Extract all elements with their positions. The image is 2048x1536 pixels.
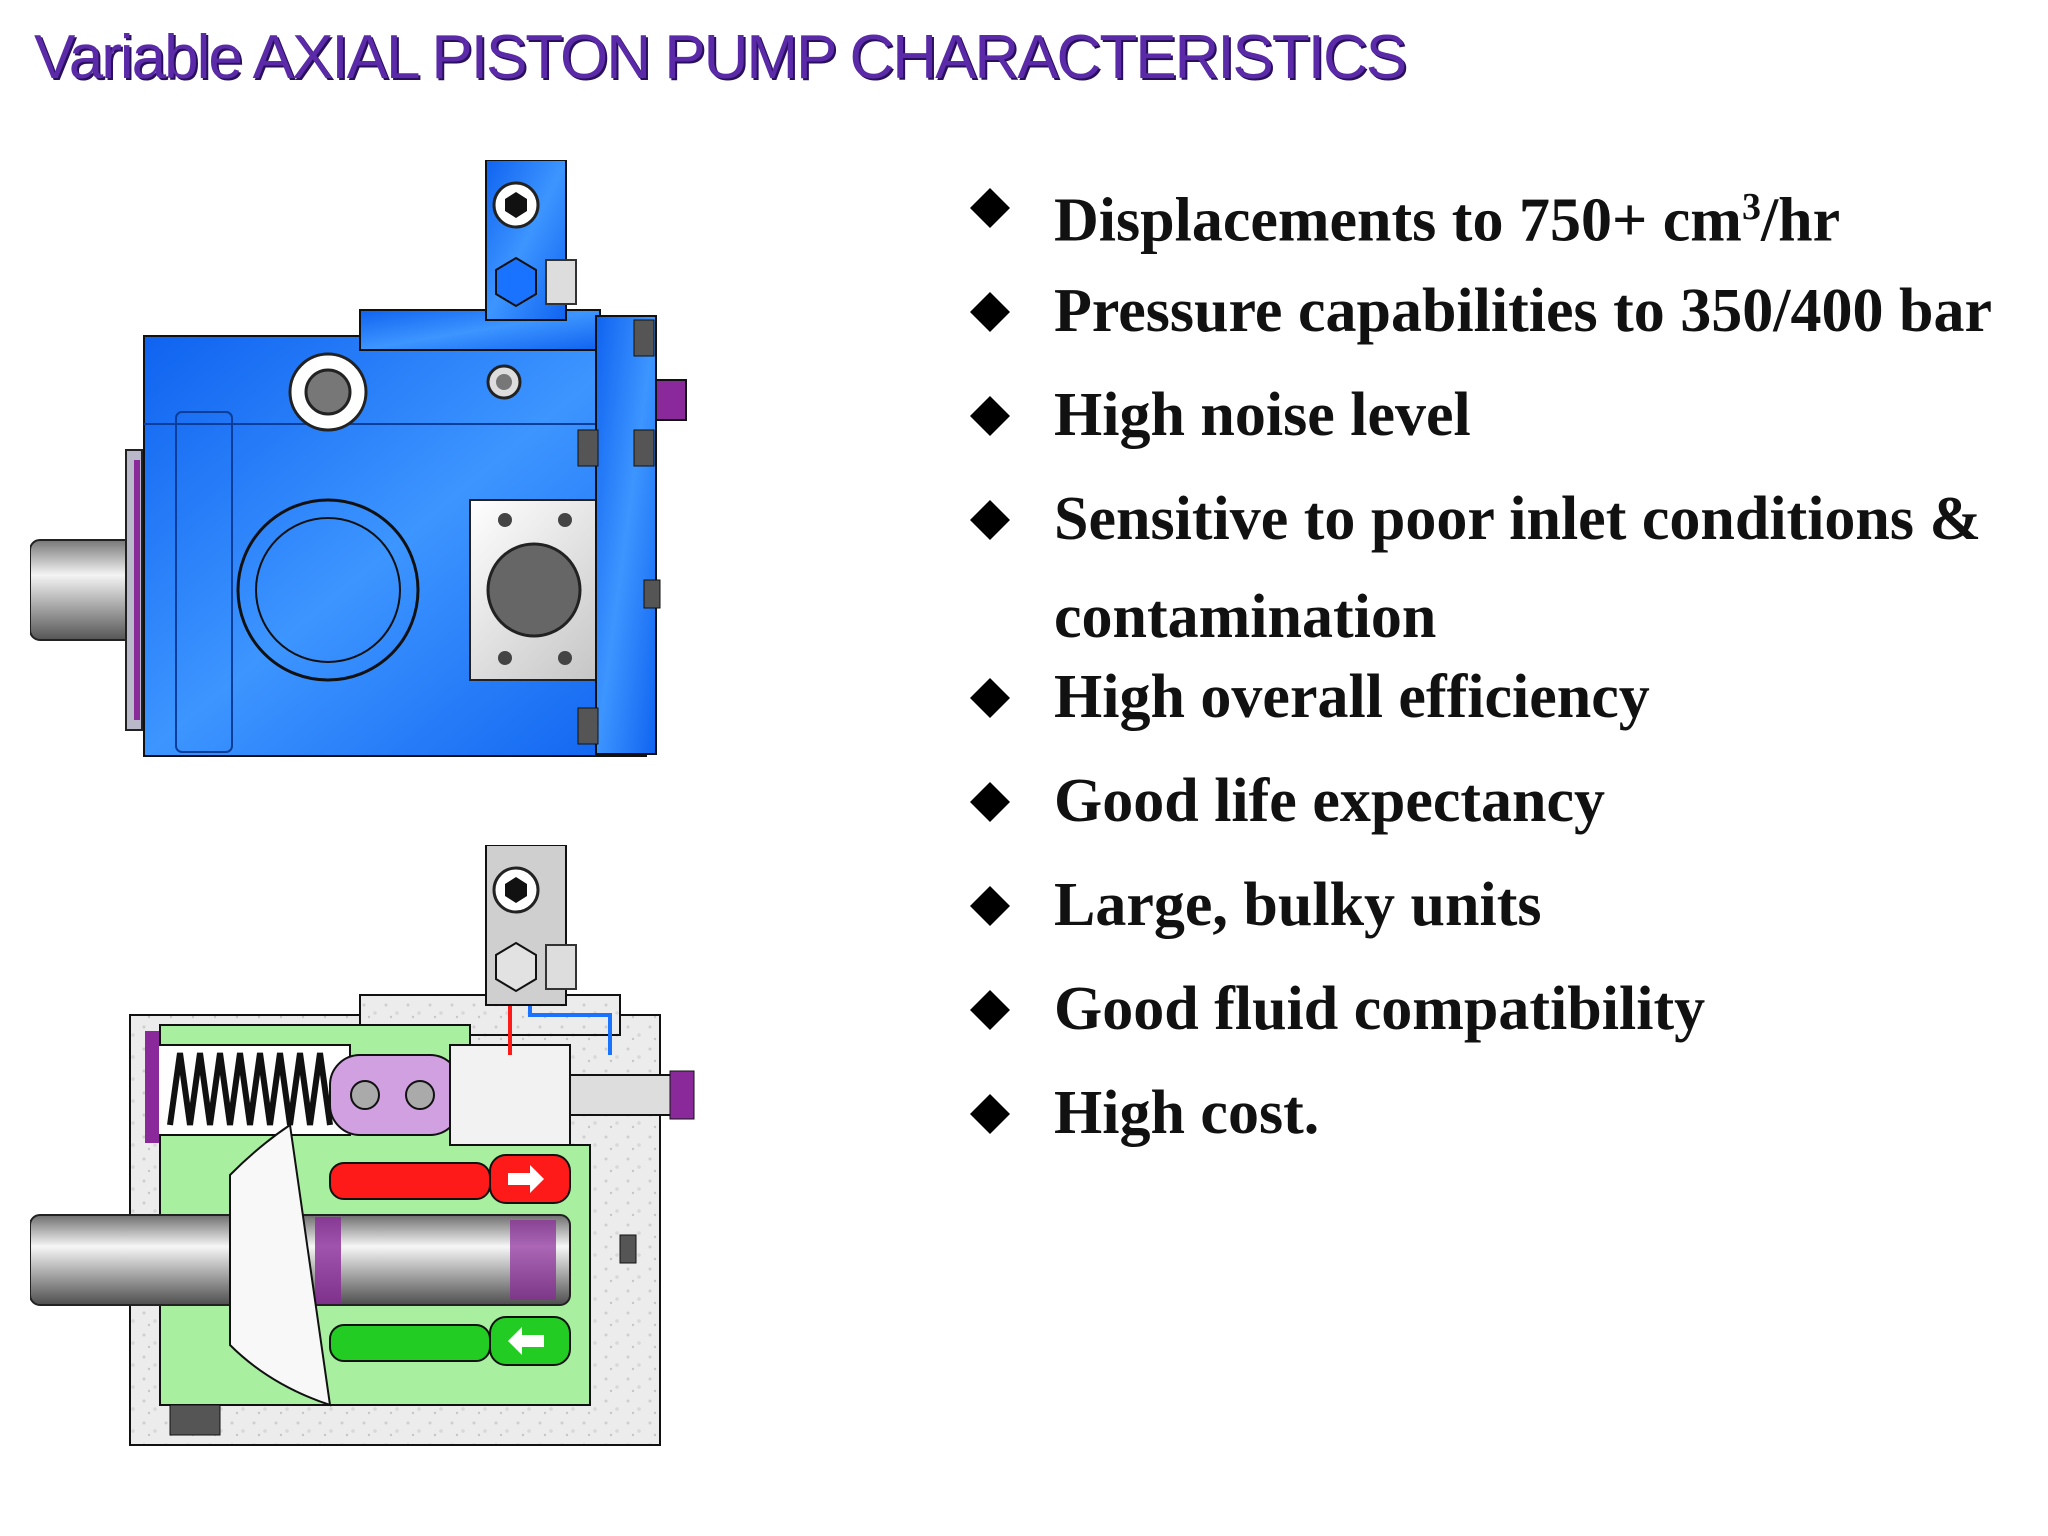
bullet-text-continuation: contamination: [1054, 583, 1437, 651]
diamond-bullet-icon: [970, 1094, 1010, 1134]
slide-title: Variable AXIAL PISTON PUMP CHARACTERISTI…: [34, 23, 1407, 92]
diamond-bullet-icon: [970, 292, 1010, 332]
bullet-text: Sensitive to poor inlet conditions &: [1054, 485, 1982, 553]
bullet-text: High noise level: [1054, 381, 1471, 449]
diamond-bullet-icon: [970, 990, 1010, 1030]
bullet-text: Good fluid compatibility: [1054, 975, 1706, 1043]
bullet-text: Pressure capabilities to 350/400 bar: [1054, 277, 1992, 345]
diamond-bullet-icon: [970, 396, 1010, 436]
diamond-bullet-icon: [970, 782, 1010, 822]
diamond-bullet-icon: [970, 678, 1010, 718]
diamond-bullet-icon: [970, 886, 1010, 926]
bullet-text: Good life expectancy: [1054, 767, 1606, 835]
pump-cutaway-illustration: [30, 845, 695, 1446]
bullet-text: High overall efficiency: [1054, 663, 1650, 731]
bullet-text: Large, bulky units: [1054, 871, 1542, 939]
pump-exterior-illustration: [30, 160, 687, 757]
diamond-bullet-icon: [970, 188, 1010, 228]
diamond-bullet-icon: [970, 500, 1010, 540]
bullet-text: High cost.: [1054, 1079, 1320, 1147]
bullet-text: Displacements to 750+ cm3/hr: [1054, 186, 1841, 255]
